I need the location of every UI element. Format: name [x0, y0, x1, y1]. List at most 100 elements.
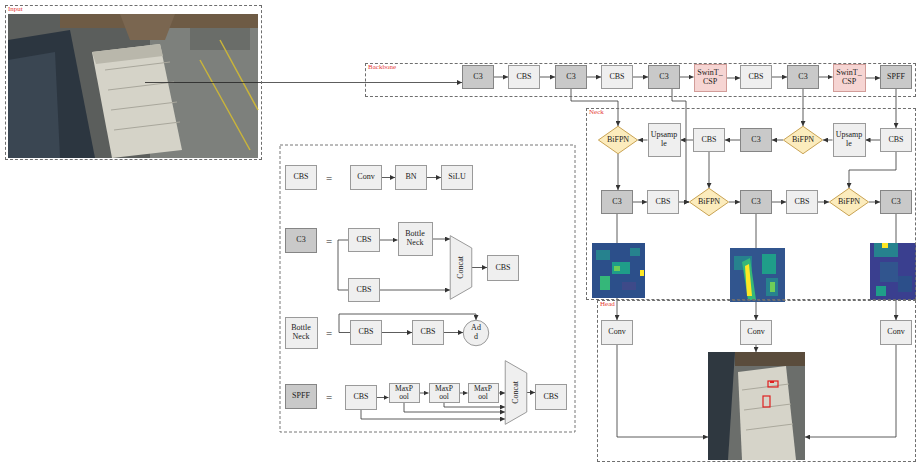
- module-label: MaxP ool: [431, 385, 458, 402]
- module-box: Conv: [350, 165, 382, 190]
- connector-arrow: [444, 403, 505, 407]
- fusion-diamond-shape: [689, 188, 728, 215]
- module-box: Upsamp le: [833, 123, 866, 157]
- swin-module-box: SwinT_ CSP: [694, 64, 727, 92]
- module-label: CBS: [356, 236, 371, 245]
- module-label: CBS: [748, 73, 763, 82]
- concat-block-shape: [450, 236, 472, 300]
- add-circle-shape: [463, 320, 488, 345]
- connector-arrow: [460, 393, 468, 394]
- connector-arrow: [382, 177, 395, 178]
- module-label: BiFPN: [607, 136, 629, 145]
- module-box: Conv: [601, 320, 633, 345]
- module-label: SwinT_ CSP: [835, 69, 864, 87]
- region-frame: NeckBiFPNUpsamp leCBSC3BiFPNUpsamp leCBS…: [586, 108, 916, 300]
- output-wire: [617, 345, 708, 437]
- module-label: MaxP ool: [391, 385, 418, 402]
- module-label: Conv: [747, 328, 764, 337]
- input-photo: [120, 14, 175, 40]
- module-label: C3: [473, 73, 482, 82]
- heatmap: [730, 248, 785, 302]
- module-label: C3: [612, 198, 621, 207]
- module-box: CBS: [412, 320, 444, 345]
- concat-block: Concat: [505, 360, 527, 425]
- region-label: Backbone: [368, 64, 396, 72]
- module-label: Concat: [457, 256, 466, 279]
- connector-arrow: [420, 393, 429, 394]
- connector-arrow: [377, 397, 389, 398]
- module-box: CBS: [693, 128, 725, 152]
- input-feed-line: [145, 82, 262, 83]
- module-box: C3: [601, 190, 633, 214]
- heatmap: [770, 282, 775, 292]
- fusion-diamond: BiFPN: [783, 126, 823, 154]
- heatmap: [876, 286, 886, 296]
- module-label: CBS: [358, 328, 373, 337]
- module-box: C3: [285, 228, 317, 253]
- module-label: MaxP ool: [470, 385, 497, 402]
- connector-arrow: [638, 140, 648, 141]
- connector-arrow: [869, 202, 880, 203]
- module-label: Upsamp le: [650, 131, 679, 149]
- heatmap: [596, 250, 610, 260]
- region-label: Input: [8, 6, 23, 14]
- module-box: CBS: [508, 65, 540, 89]
- heatmap: [874, 243, 898, 257]
- output-photo: [708, 352, 805, 460]
- module-label: CBS: [293, 173, 308, 182]
- module-label: BiFPN: [792, 136, 814, 145]
- module-box: CBS: [345, 385, 377, 410]
- module-box: CBS: [348, 228, 380, 252]
- module-box: Upsamp le: [648, 123, 681, 157]
- connector-arrow: [472, 267, 487, 268]
- module-label: C3: [296, 236, 305, 245]
- module-label: C3: [891, 198, 900, 207]
- module-box: CBS: [348, 278, 380, 302]
- module-box: C3: [740, 128, 772, 152]
- connector-arrow: [849, 152, 896, 188]
- output-photo: [738, 366, 796, 460]
- fusion-diamond: BiFPN: [829, 188, 869, 216]
- module-label: Concat: [512, 381, 521, 404]
- fusion-diamond-shape: [829, 188, 868, 215]
- region-frame: Input: [5, 5, 262, 160]
- module-box: C3: [648, 65, 680, 89]
- heatmap: [882, 243, 888, 248]
- legend-wire: [338, 240, 348, 290]
- heatmap: [870, 243, 916, 300]
- module-label: Conv: [608, 328, 625, 337]
- region-label: Head: [600, 301, 615, 309]
- output-photo: [742, 384, 793, 430]
- input-photo: [8, 30, 95, 158]
- swin-module-box: SwinT_ CSP: [833, 64, 866, 92]
- module-label: C3: [751, 136, 760, 145]
- module-box: CBS: [487, 255, 519, 281]
- connector-arrow: [380, 290, 450, 291]
- connector-arrow: [819, 77, 833, 78]
- connector-arrow: [587, 77, 601, 78]
- module-label: CBS: [655, 198, 670, 207]
- equals-sign: =: [323, 326, 335, 340]
- concat-block-shape: [505, 361, 527, 425]
- module-box: SPFF: [880, 65, 912, 89]
- module-label: CBS: [353, 393, 368, 402]
- module-box: Conv: [880, 320, 912, 345]
- connector-arrow: [866, 78, 881, 79]
- equals-sign: =: [323, 234, 335, 248]
- module-label: CBS: [356, 286, 371, 295]
- heatmap: [592, 243, 645, 298]
- add-circle: Ad d: [463, 320, 489, 346]
- module-box: Conv: [740, 320, 772, 345]
- fusion-diamond-shape: [598, 126, 637, 153]
- heatmap: [622, 282, 636, 290]
- connector-arrow: [772, 202, 786, 203]
- region-frame: BackboneC3CBSC3CBSC3SwinT_ CSPCBSC3SwinT…: [365, 63, 916, 97]
- module-label: CBS: [543, 393, 558, 402]
- connector-arrow: [361, 410, 505, 419]
- fusion-diamond: BiFPN: [598, 126, 638, 154]
- heatmap: [880, 262, 898, 282]
- module-label: Bottle Neck: [400, 230, 431, 248]
- input-photo: [8, 52, 60, 158]
- module-box: CBS: [285, 165, 317, 190]
- connector-arrow: [540, 77, 555, 78]
